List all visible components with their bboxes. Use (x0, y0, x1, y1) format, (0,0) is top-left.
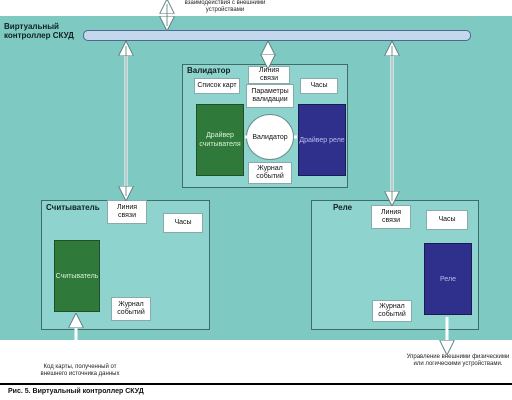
relay-device-block: Реле (424, 243, 472, 315)
virtual-controller-label: Виртуальный контроллер СКУД (4, 22, 74, 40)
reader-driver-block: Драйвер считывателя (196, 104, 244, 176)
validator-event-log: Журнал событий (248, 162, 292, 184)
reader-event-log: Журнал событий (111, 297, 151, 321)
figure-caption: Рис. 5. Виртуальный контроллер СКУД (8, 388, 144, 395)
relay-driver-block: Драйвер реле (298, 104, 346, 176)
relay-event-log: Журнал событий (372, 300, 412, 322)
reader-title: Считыватель (46, 203, 100, 212)
card-code-note: Код карты, полученный от внешнего источн… (40, 364, 120, 377)
validator-comm-line: Линия связи (248, 66, 290, 84)
validator-clock: Часы (300, 78, 338, 94)
relay-comm-line: Линия связи (371, 205, 411, 229)
top-note: взаимодействия с внешними устройствами (184, 0, 266, 13)
system-bus (83, 30, 471, 41)
relay-clock: Часы (426, 210, 468, 230)
reader-device-block: Считыватель (54, 240, 100, 312)
reader-comm-line: Линия связи (107, 200, 147, 224)
validator-title: Валидатор (187, 66, 231, 75)
validator-card-list: Список карт (194, 78, 240, 94)
validator-params: Параметры валидации (246, 84, 294, 108)
validator-core-circle: Валидатор (246, 114, 294, 160)
reader-clock: Часы (163, 213, 203, 233)
external-control-note: Управление внешними физическими или логи… (406, 354, 510, 367)
relay-title: Реле (333, 203, 353, 212)
